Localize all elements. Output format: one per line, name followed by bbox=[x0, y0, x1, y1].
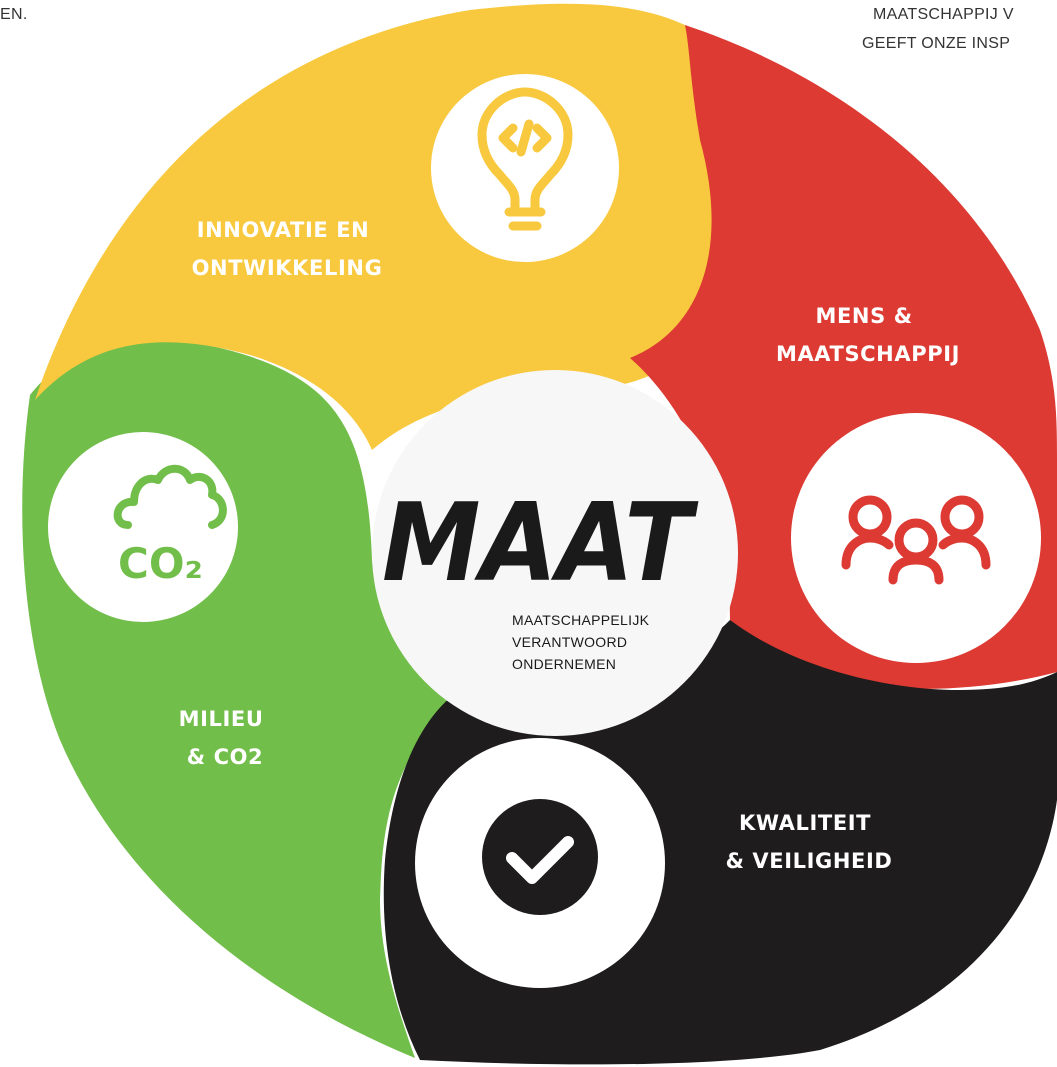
center-circle bbox=[372, 370, 738, 736]
center-subtitle: MAATSCHAPPELIJK VERANTWOORD ONDERNEMEN bbox=[512, 612, 653, 672]
label-kwaliteit: KWALITEIT & VEILIGHEID bbox=[726, 811, 893, 873]
top-left-text-fragment: EN. bbox=[0, 6, 28, 23]
co2-cloud-icon: CO₂ bbox=[113, 464, 227, 588]
maat-logo: MAAT bbox=[382, 481, 699, 606]
checkmark-circle-icon bbox=[482, 799, 598, 915]
label-innovatie: INNOVATIE EN ONTWIKKELING bbox=[192, 218, 383, 280]
top-right-text-line-1: MAATSCHAPPIJ V bbox=[873, 6, 1014, 23]
icon-circle-innovatie bbox=[431, 74, 619, 262]
people-group-icon bbox=[841, 495, 991, 585]
lightbulb-code-icon bbox=[477, 87, 573, 231]
label-mens: MENS & MAATSCHAPPIJ bbox=[776, 304, 960, 366]
icon-circle-mens bbox=[791, 413, 1041, 663]
top-right-text-line-2: GEEFT ONZE INSP bbox=[862, 35, 1011, 52]
co2-icon-text: CO₂ bbox=[118, 539, 203, 588]
label-milieu: MILIEU & CO2 bbox=[179, 707, 272, 769]
